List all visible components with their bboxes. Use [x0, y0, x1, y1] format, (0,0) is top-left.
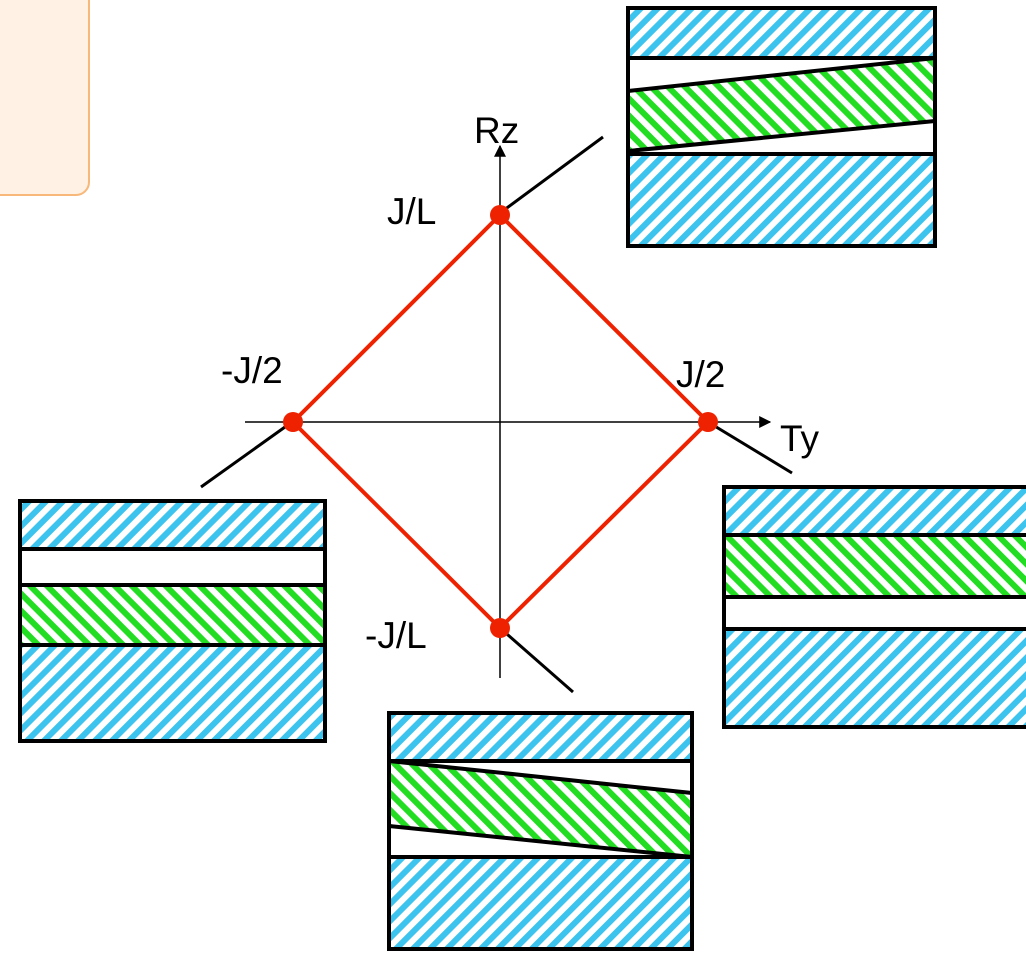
- panel-left: [18, 499, 327, 743]
- panel-bottom-lower-layer: [389, 857, 692, 949]
- axes: [245, 144, 772, 678]
- panel-right: [722, 485, 1026, 729]
- panel-top-upper-layer: [628, 8, 935, 58]
- panel-left-upper-layer: [20, 501, 325, 549]
- leader-lines: [200, 135, 793, 694]
- vertex-top: [490, 205, 510, 225]
- vertex-points: [283, 205, 718, 638]
- x-axis-label: Ty: [780, 418, 820, 459]
- leader-line-left: [200, 420, 293, 489]
- leader-line-right: [707, 420, 793, 475]
- point-label-bottom: -J/L: [365, 615, 427, 656]
- y-axis-label: Rz: [474, 110, 519, 151]
- panel-right-middle-layer: [724, 535, 1026, 597]
- panel-top: [626, 6, 937, 248]
- panel-top-lower-layer: [628, 154, 935, 246]
- note-box: [0, 0, 90, 196]
- panel-bottom-upper-layer: [389, 713, 692, 761]
- point-label-right: J/2: [676, 354, 725, 395]
- panel-bottom: [387, 711, 694, 951]
- point-label-top: J/L: [387, 191, 436, 232]
- leader-line-top: [499, 135, 604, 215]
- vertex-bottom: [490, 618, 510, 638]
- leader-line-bottom: [499, 626, 574, 694]
- vertex-right: [698, 412, 718, 432]
- panel-right-lower-layer: [724, 629, 1026, 727]
- panel-right-upper-layer: [724, 487, 1026, 535]
- panel-left-lower-layer: [20, 645, 325, 741]
- vertex-left: [283, 412, 303, 432]
- panel-left-middle-layer: [20, 585, 325, 645]
- point-label-left: -J/2: [221, 350, 283, 391]
